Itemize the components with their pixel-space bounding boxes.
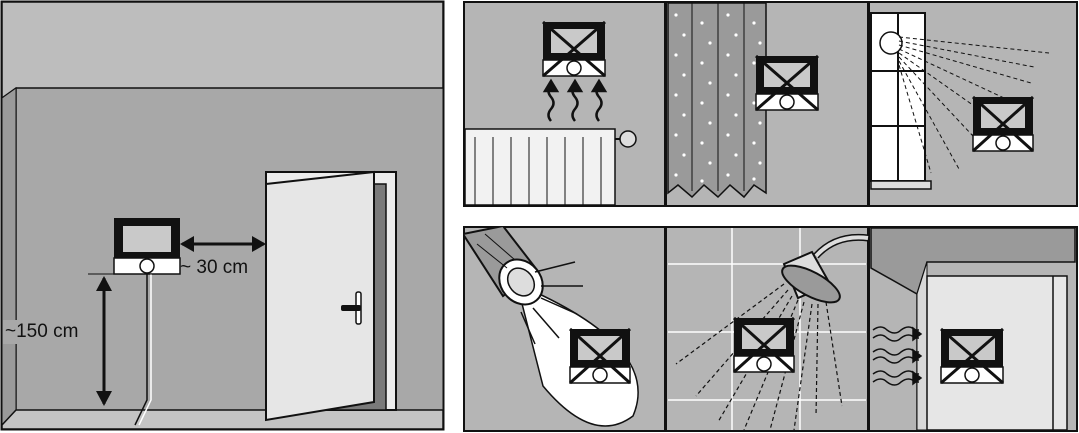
distance-arrow — [180, 236, 266, 252]
forbidden-draft-panel — [869, 226, 1078, 432]
forbidden-window-panel — [869, 1, 1078, 207]
crossed-thermostat-icon — [940, 327, 1004, 385]
crossed-thermostat-icon — [732, 316, 796, 374]
curtain — [667, 2, 767, 199]
crossed-thermostat-icon — [542, 20, 606, 78]
crossed-thermostat-icon — [568, 327, 632, 385]
forbidden-spotlight-panel — [463, 226, 666, 432]
forbidden-curtain-panel — [666, 1, 869, 207]
floor — [1, 409, 444, 430]
room-illustration — [0, 0, 447, 433]
height-label: ~150 cm — [3, 320, 81, 344]
light-rays — [520, 261, 583, 345]
window — [870, 12, 932, 190]
distance-label: ~ 30 cm — [180, 257, 249, 278]
thermostat-device — [113, 218, 181, 275]
forbidden-shower-panel — [666, 226, 869, 432]
heat-waves — [542, 78, 608, 122]
ceiling — [1, 1, 444, 100]
radiator — [464, 128, 637, 206]
spotlight — [463, 226, 544, 306]
crossed-thermostat-icon — [971, 95, 1035, 153]
height-arrow — [96, 276, 112, 406]
forbidden-radiator-panel — [463, 1, 666, 207]
crossed-thermostat-icon — [755, 54, 819, 112]
door — [265, 170, 375, 422]
draft-arrows — [872, 326, 923, 386]
room-placement-panel: ~ 30 cm ~150 cm — [0, 0, 447, 433]
shower-head — [781, 233, 869, 304]
sun-icon — [879, 31, 903, 55]
